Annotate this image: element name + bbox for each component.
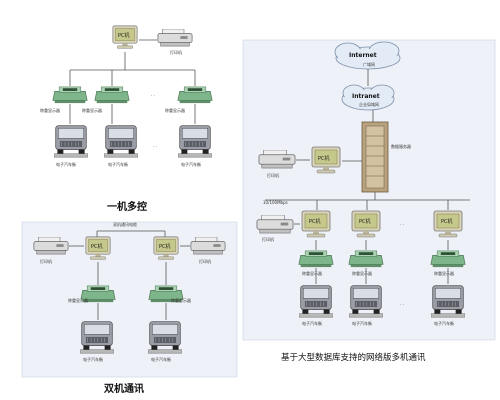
gap-dots: · · — [400, 302, 404, 307]
truck-scale-icon — [54, 125, 88, 158]
dual-bus-label: 双机通讯电缆 — [113, 221, 137, 227]
pc-label: PC机 — [318, 155, 330, 162]
truck-label: 电子汽车衡 — [434, 320, 454, 326]
pc-label: PC机 — [359, 218, 371, 225]
internet-label: Internet — [349, 52, 377, 59]
intranet-label: Intranet — [352, 93, 380, 100]
gap-dots: · · — [151, 93, 155, 98]
pc-label: PC机 — [441, 218, 453, 225]
display-label: 称重显示器 — [302, 270, 322, 276]
pc-label: PC机 — [159, 243, 171, 250]
display-label: 称重显示器 — [82, 107, 102, 113]
caption-network-multi-pc: 基于大型数据库支持的网络版多机通讯 — [281, 353, 426, 363]
server-label: 数据服务器 — [391, 143, 411, 149]
lan-label: 企业局域网 — [359, 101, 379, 107]
truck-label: 电子汽车衡 — [108, 161, 128, 167]
lan-speed-tag: 10/100Mbps — [263, 200, 288, 205]
truck-label: 电子汽车衡 — [181, 161, 201, 167]
display-label: 称重显示器 — [434, 270, 454, 276]
truck-scale-icon — [104, 125, 138, 158]
truck-label: 电子汽车衡 — [352, 320, 372, 326]
gap-dots: · · — [153, 144, 157, 149]
server-tower-icon — [361, 121, 389, 193]
panel-dual-pc-communication: 双机通讯电缆 打印机 PC机 称重显示器 电子汽车衡 PC机 打印机 称重显示器… — [21, 221, 238, 378]
caption-one-pc-multi-control: 一机多控 — [107, 202, 147, 213]
pc-label: PC机 — [118, 32, 130, 39]
printer-label: 打印机 — [170, 49, 182, 55]
pc-label: PC机 — [91, 243, 103, 250]
printer-label: 打印机 — [267, 172, 279, 178]
display-label: 称重显示器 — [68, 297, 88, 303]
panel-network-multi-pc: Internet 广域网 Intranet 企业局域网 数据服务器 PC机 打 — [242, 39, 496, 341]
indicator-icon — [94, 86, 130, 104]
truck-label: 电子汽车衡 — [56, 161, 76, 167]
internet-cloud-icon — [334, 41, 401, 70]
truck-label: 电子汽车衡 — [151, 356, 171, 362]
display-label: 称重显示器 — [171, 297, 191, 303]
printer-icon — [157, 29, 193, 47]
printer-label: 打印机 — [199, 258, 211, 264]
intranet-cloud-icon — [341, 84, 395, 111]
panel-one-pc-multi-control: PC机 打印机 称重显示器 称重显示器 称重显示器 · · 电子汽车衡 电子汽车… — [40, 25, 213, 167]
gap-dots: · · — [400, 222, 404, 227]
display-label: 称重显示器 — [40, 107, 60, 113]
truck-scale-icon — [178, 125, 212, 158]
caption-dual-pc-communication: 双机通讯 — [104, 384, 144, 395]
pc-label: PC机 — [309, 218, 321, 225]
display-label: 称重显示器 — [165, 107, 185, 113]
truck-label: 电子汽车衡 — [83, 356, 103, 362]
truck-label: 电子汽车衡 — [302, 320, 322, 326]
wan-label: 广域网 — [363, 61, 375, 67]
display-label: 称重显示器 — [352, 270, 372, 276]
indicator-icon — [52, 86, 88, 104]
printer-label: 打印机 — [40, 258, 52, 264]
printer-label: 打印机 — [262, 236, 274, 242]
indicator-icon — [177, 86, 213, 104]
